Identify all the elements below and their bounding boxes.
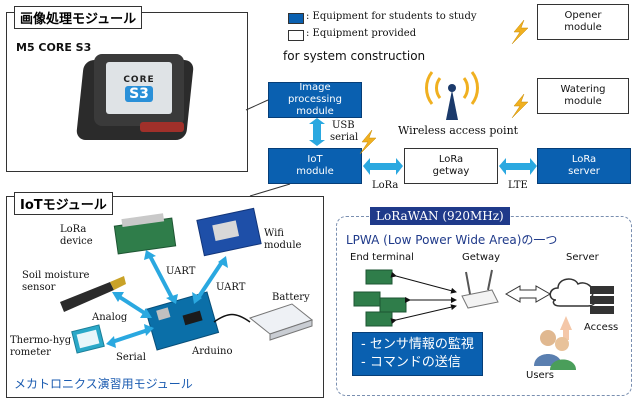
- note-monitor: - センサ情報の監視: [361, 337, 474, 352]
- lorawan-banner: LoRaWAN (920MHz): [370, 207, 510, 225]
- note-command: - コマンドの送信: [361, 355, 461, 370]
- legend-provided: : Equipment provided: [306, 28, 417, 39]
- thermo-hygrometer: [71, 324, 105, 354]
- callout-iot: [249, 183, 291, 197]
- serial-io-label: Serial: [116, 352, 146, 363]
- gw-server-arrow: [499, 158, 537, 175]
- lora-getway-box: LoRa getway: [404, 148, 498, 184]
- lightning-icon: [359, 129, 377, 155]
- usb-label: USB: [332, 120, 355, 131]
- arduino-label: Arduino: [192, 346, 233, 357]
- uart-arrow-wifi: [192, 256, 228, 304]
- server-label: Server: [566, 252, 599, 263]
- thermo-label: Thermo-hygrometer: [10, 335, 72, 358]
- soil-sensor-probe: [60, 276, 126, 312]
- lora-server-box: LoRa server: [537, 148, 631, 184]
- gateway-cloud-arrow: [504, 285, 552, 303]
- image-processing-tag: 画像処理モジュール: [14, 6, 143, 29]
- uart-label-1: UART: [166, 266, 196, 277]
- wireless-access-point-icon: [425, 71, 479, 120]
- battery-cable: [213, 313, 251, 323]
- lora-link-label: LoRa: [372, 180, 399, 191]
- wap-label: Wireless access point: [398, 124, 519, 137]
- usb-serial-arrow: [309, 118, 325, 146]
- device-mount: [140, 122, 184, 132]
- device-name: M5 CORE S3: [16, 41, 92, 54]
- legend-white-swatch: [288, 30, 304, 41]
- iot-lora-arrow: [363, 158, 403, 175]
- analog-arrow: [112, 292, 152, 318]
- iot-panel-tag: IoTモジュール: [14, 192, 113, 215]
- terminal-gateway-arrows: [390, 271, 457, 325]
- serial-label: serial: [330, 132, 359, 143]
- access-arrow: [560, 316, 572, 340]
- uart-arrow-lora: [144, 250, 178, 304]
- battery-pack: [248, 303, 314, 341]
- device-screen: CORE S3: [106, 62, 172, 114]
- end-terminal-boards: [353, 269, 407, 327]
- lora-device-label: LoRa device: [60, 224, 93, 247]
- legend-blue-swatch: [288, 13, 304, 24]
- lightning-icon: [511, 19, 529, 45]
- users-icon: [534, 330, 576, 370]
- watering-module: Watering module: [537, 78, 629, 114]
- lpwa-subtitle: LPWA (Low Power Wide Area)の一つ: [346, 233, 558, 247]
- function-note: - センサ情報の監視 - コマンドの送信: [352, 332, 483, 376]
- device-label-core: CORE: [123, 74, 155, 85]
- users-label: Users: [526, 370, 555, 381]
- analog-label: Analog: [92, 312, 128, 323]
- wifi-module-label: Wifi module: [264, 228, 302, 251]
- iot-module-box: IoT module: [268, 148, 362, 184]
- arduino-board: [144, 291, 220, 351]
- device-label-s3: S3: [125, 85, 153, 102]
- lte-link-label: LTE: [508, 180, 528, 191]
- lightning-icon: [511, 93, 529, 119]
- image-processing-module: Image processing module: [268, 82, 362, 118]
- serial-arrow: [106, 324, 154, 348]
- opener-module: Opener module: [537, 4, 629, 40]
- m5-core-s3-device: CORE S3: [75, 52, 200, 152]
- getway-label: Getway: [462, 252, 501, 263]
- wifi-module-board: [196, 207, 262, 257]
- lora-device-board: [113, 213, 177, 255]
- soil-sensor-label: Soil moisture sensor: [22, 270, 90, 293]
- callout-image: [245, 99, 269, 111]
- uart-label-2: UART: [216, 282, 246, 293]
- legend-students: : Equipment for students to study: [306, 11, 477, 22]
- gateway-device: [461, 269, 499, 309]
- access-label: Access: [584, 322, 619, 333]
- end-terminal-label: End terminal: [350, 252, 414, 263]
- battery-label: Battery: [272, 292, 310, 303]
- iot-panel-footer: メカトロニクス演習用モジュール: [14, 377, 193, 391]
- cloud-server-icon: [549, 278, 614, 314]
- legend-construction: for system construction: [283, 49, 426, 63]
